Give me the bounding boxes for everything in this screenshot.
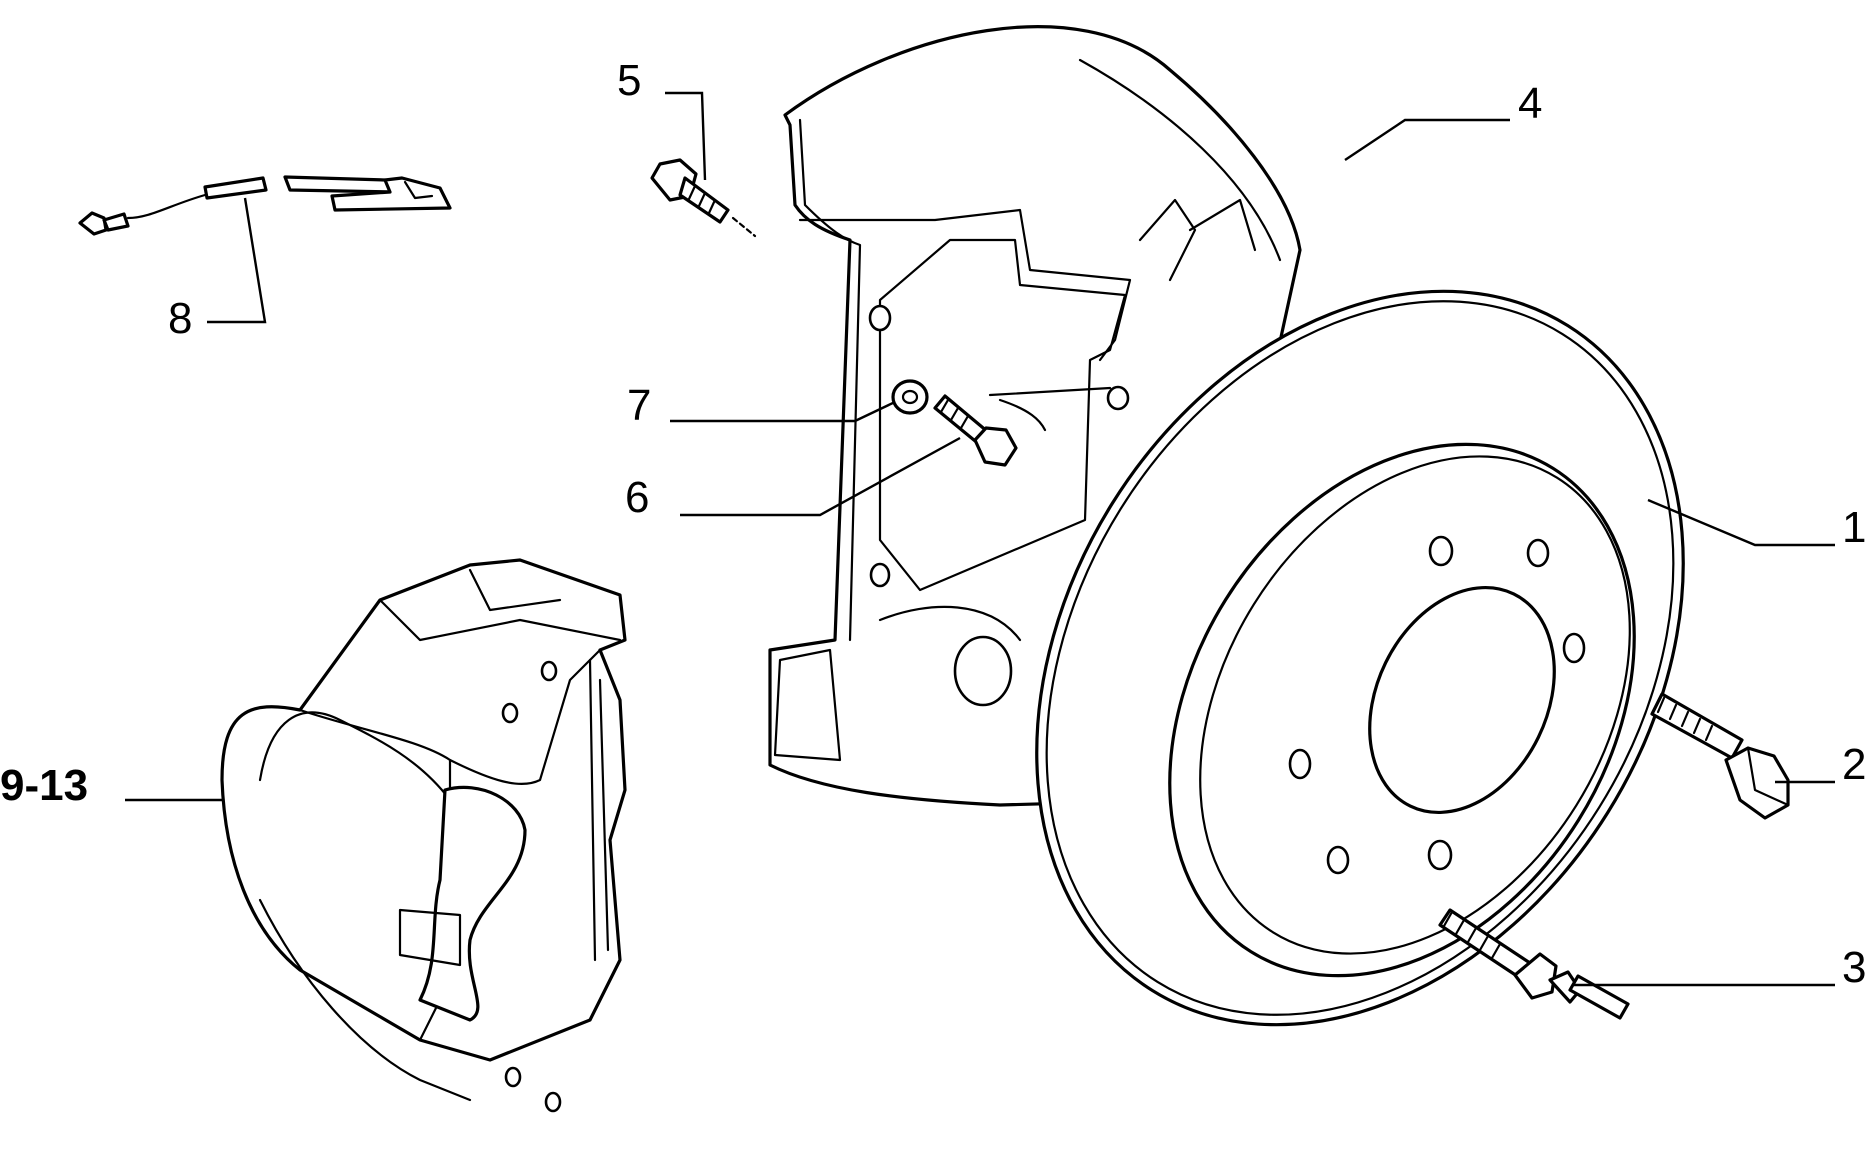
- callout-label-4: 4: [1518, 79, 1542, 128]
- wear-sensor-part: [78, 175, 452, 236]
- disc-bolt-hole: [1526, 538, 1550, 568]
- wheel-stud-part: [1438, 908, 1630, 1020]
- callout-label-3: 3: [1842, 943, 1866, 992]
- leader-4: [1344, 118, 1510, 161]
- brake-caliper-part: [220, 558, 627, 1113]
- disc-center-bore: [1368, 585, 1556, 815]
- callout-label-8: 8: [168, 294, 192, 343]
- leader-7: [670, 400, 896, 423]
- caliper-hole: [540, 660, 558, 682]
- callout-label-5: 5: [617, 56, 641, 105]
- disc-bolt-hole: [1428, 535, 1454, 567]
- washer-part: [891, 379, 929, 415]
- disc-bolt-hole: [1326, 845, 1350, 875]
- leader-5: [665, 91, 707, 181]
- callout-label-6: 6: [625, 473, 649, 522]
- disc-bolt-hole: [1288, 748, 1312, 780]
- leader-lines: [125, 91, 1835, 987]
- disc-bolt-hole: [1427, 839, 1453, 871]
- disc-bolt-hole: [1562, 632, 1586, 664]
- disc-bolt-part: [1650, 692, 1790, 820]
- caliper-hole: [544, 1091, 562, 1113]
- shield-hole: [868, 304, 892, 332]
- shield-screw-part: [650, 158, 757, 238]
- callout-label-2: 2: [1842, 740, 1866, 789]
- callout-label-1: 1: [1842, 503, 1866, 552]
- leader-8: [207, 197, 267, 324]
- shield-hole: [1106, 385, 1130, 411]
- callout-label-7: 7: [627, 381, 651, 430]
- shield-center-hole: [953, 635, 1013, 707]
- shield-hole: [869, 562, 891, 588]
- brake-disc-part: [1035, 289, 1685, 1027]
- caliper-bracket-bolt-part: [933, 394, 1018, 467]
- caliper-hole: [501, 702, 519, 724]
- leader-1: [1647, 498, 1835, 547]
- callout-label-9-13: 9-13: [0, 761, 88, 810]
- leader-6: [680, 436, 961, 517]
- caliper-hole: [504, 1066, 522, 1088]
